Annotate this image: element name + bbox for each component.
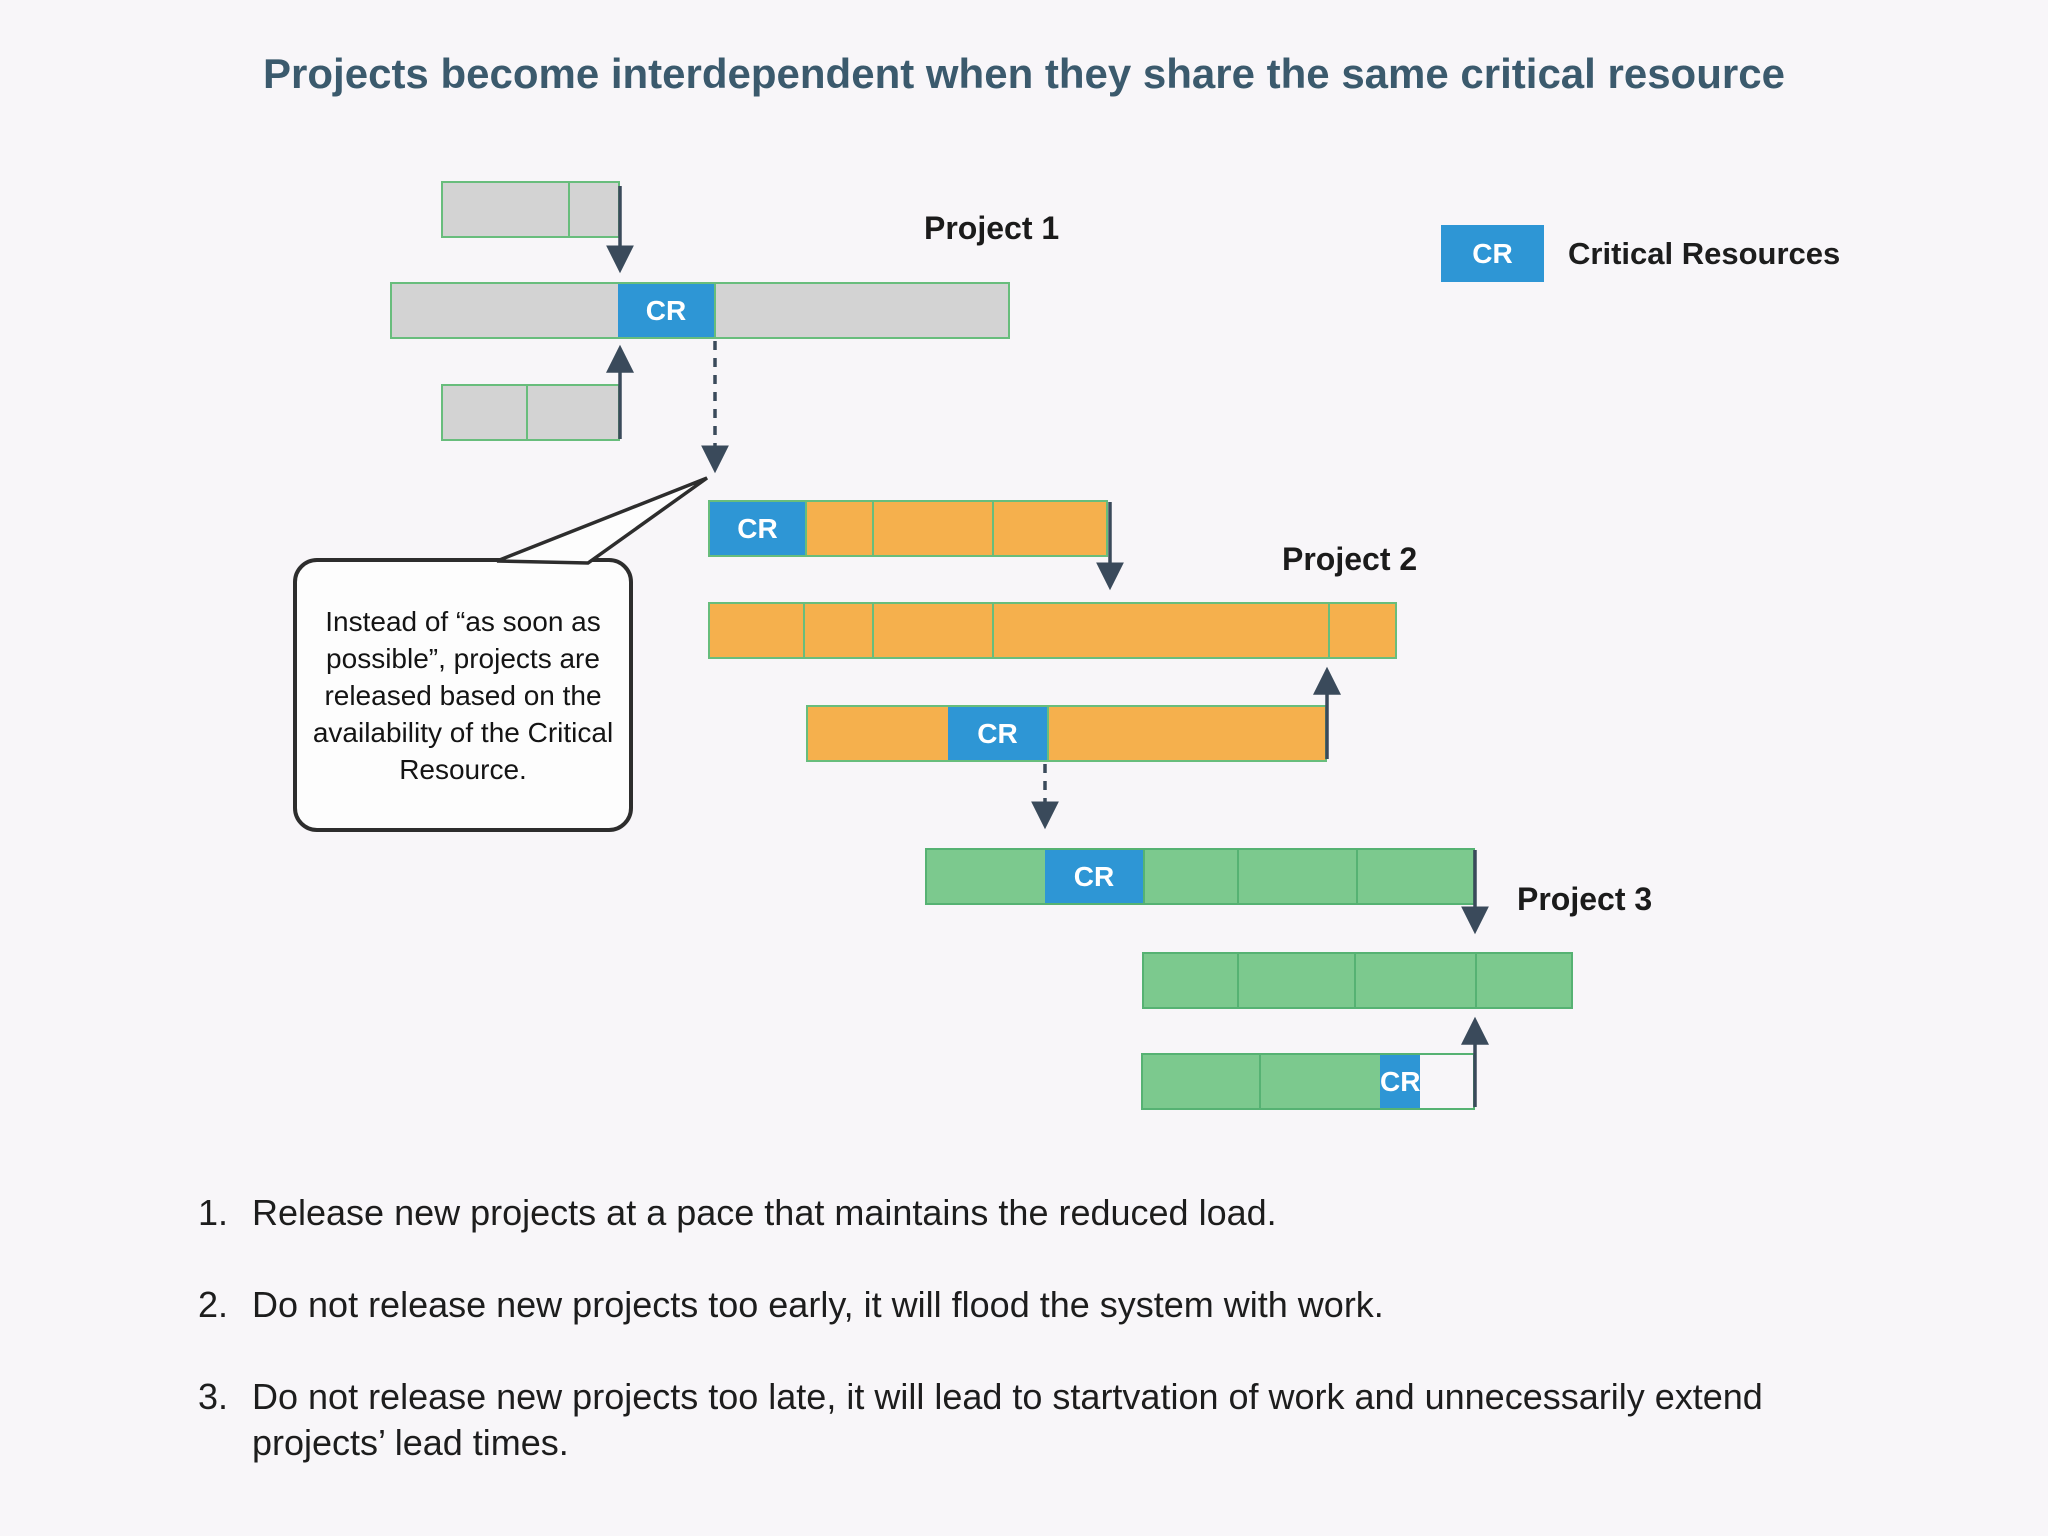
task-segment [872, 502, 992, 555]
note-number: 3. [198, 1376, 229, 1417]
note-number: 2. [198, 1284, 229, 1325]
task-bar [708, 602, 1397, 659]
critical-resource-legend-swatch: CR [1441, 225, 1544, 282]
task-segment [1328, 604, 1395, 657]
task-segment [872, 604, 992, 657]
task-segment [992, 502, 1106, 555]
task-segment [1047, 707, 1325, 760]
task-bar: CR [1141, 1053, 1475, 1110]
task-bar [1142, 952, 1573, 1009]
task-bar [441, 181, 620, 238]
task-segment [1237, 954, 1354, 1007]
task-segment [927, 850, 1045, 903]
callout-tail [496, 476, 709, 565]
note-item-3: 3. Do not release new projects too late,… [198, 1374, 1878, 1466]
task-segment [392, 284, 618, 337]
task-segment [992, 604, 1328, 657]
task-bar: CR [390, 282, 1010, 339]
task-segment [714, 284, 1008, 337]
critical-resource-legend-label: Critical Resources [1568, 235, 1841, 271]
task-bar: CR [925, 848, 1475, 905]
task-segment [1143, 850, 1237, 903]
project-label: Project 2 [1282, 541, 1418, 577]
task-segment [803, 604, 872, 657]
project-label: Project 1 [924, 210, 1060, 246]
legend-cr-label: CR [1472, 237, 1513, 269]
task-segment [808, 707, 948, 760]
task-segment [1144, 954, 1237, 1007]
critical-resource-block: CR [948, 707, 1047, 760]
task-segment [568, 183, 618, 236]
task-segment [1259, 1055, 1380, 1108]
task-bar [441, 384, 620, 441]
task-segment [1475, 954, 1571, 1007]
task-segment [443, 183, 568, 236]
slide-title: Projects become interdependent when they… [263, 50, 1785, 97]
task-bar: CR [708, 500, 1108, 557]
project-label: Project 3 [1517, 881, 1653, 917]
callout-bubble: Instead of “as soon as possible”, projec… [293, 558, 633, 832]
notes-list: 1. Release new projects at a pace that m… [198, 1190, 1878, 1512]
note-text: Do not release new projects too early, i… [252, 1284, 1384, 1325]
note-number: 1. [198, 1192, 229, 1233]
note-text: Release new projects at a pace that main… [252, 1192, 1277, 1233]
task-segment [1356, 850, 1473, 903]
task-segment [1237, 850, 1356, 903]
note-text: Do not release new projects too late, it… [252, 1376, 1763, 1463]
critical-resource-block: CR [618, 284, 714, 337]
task-bar: CR [806, 705, 1327, 762]
note-item-2: 2. Do not release new projects too early… [198, 1282, 1878, 1328]
task-segment [1354, 954, 1475, 1007]
critical-resource-block: CR [1380, 1055, 1421, 1108]
critical-resource-block: CR [710, 502, 805, 555]
callout-text: Instead of “as soon as possible”, projec… [312, 605, 614, 785]
task-segment [1143, 1055, 1259, 1108]
note-item-1: 1. Release new projects at a pace that m… [198, 1190, 1878, 1236]
task-segment [710, 604, 803, 657]
critical-resource-block: CR [1045, 850, 1143, 903]
task-segment [526, 386, 618, 439]
task-segment [443, 386, 526, 439]
task-segment [805, 502, 872, 555]
